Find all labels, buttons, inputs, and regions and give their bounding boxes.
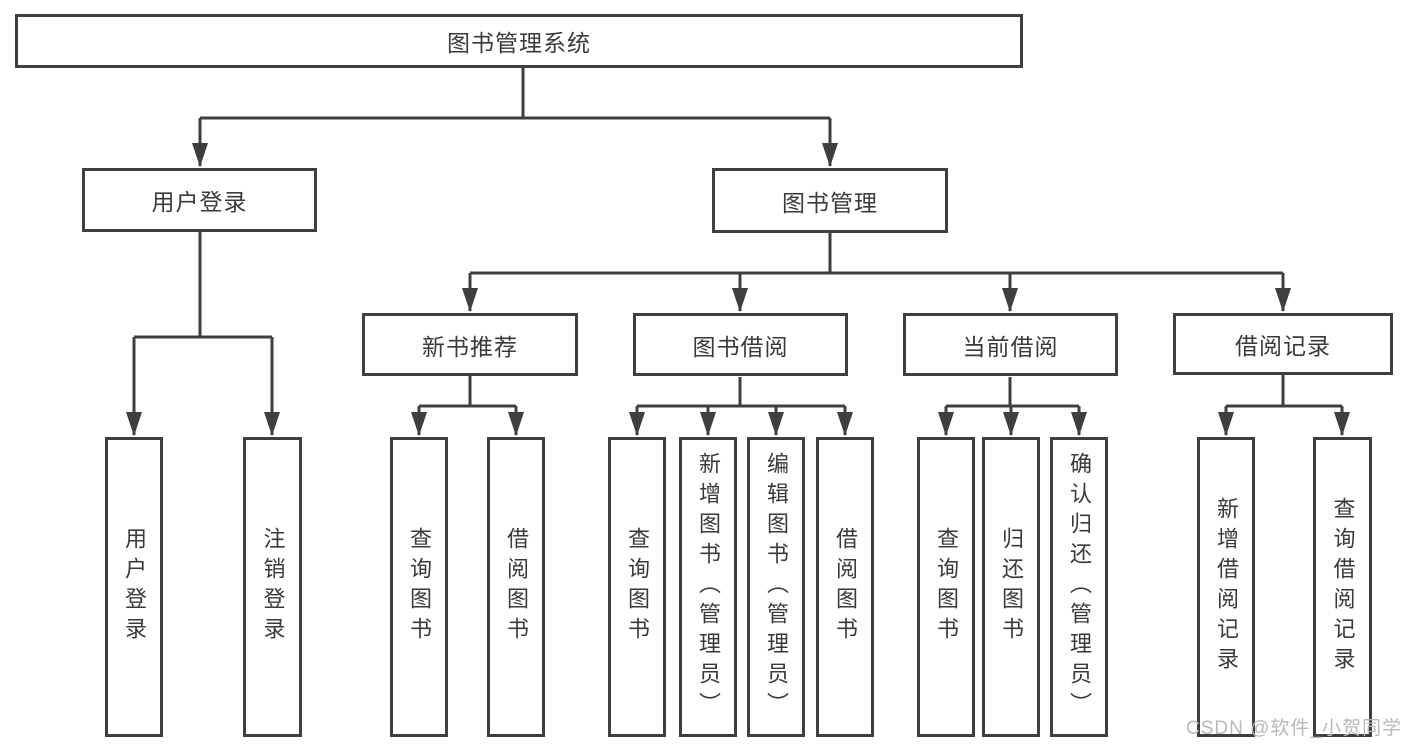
csdn-watermark: CSDN @软件_小贺同学	[1186, 718, 1402, 739]
node-new-book-recommendation: 新书推荐	[362, 313, 578, 376]
leaf-edit-book-admin: 编辑图书（管理员）	[747, 437, 805, 737]
leaf-query-books-current: 查询图书	[917, 437, 975, 737]
leaf-return-books-label: 归还图书	[999, 527, 1024, 647]
node-book-borrowing-label: 图书借阅	[692, 333, 789, 360]
leaf-add-borrow-record-label: 新增借阅记录	[1214, 497, 1239, 677]
connector-user-login-children	[126, 232, 280, 436]
leaf-return-books: 归还图书	[982, 437, 1040, 737]
leaf-user-login-label: 用户登录	[122, 527, 147, 647]
node-current-borrowing: 当前借阅	[903, 313, 1118, 376]
node-new-book-recommendation-label: 新书推荐	[422, 333, 518, 360]
connector-root-to-branches	[192, 68, 838, 167]
leaf-logout-label: 注销登录	[260, 527, 286, 647]
connector-book-management-sections	[462, 233, 1291, 312]
node-user-login-label: 用户登录	[151, 189, 248, 215]
node-borrowing-records: 借阅记录	[1173, 313, 1393, 375]
leaf-query-books-borrowing-label: 查询图书	[625, 527, 650, 647]
node-library-management-system-label: 图书管理系统	[447, 30, 591, 56]
node-book-borrowing: 图书借阅	[633, 313, 848, 376]
node-book-management: 图书管理	[712, 168, 948, 233]
leaf-query-books-current-label: 查询图书	[934, 527, 959, 647]
leaf-edit-book-admin-label: 编辑图书（管理员）	[764, 452, 789, 722]
leaf-confirm-return-admin: 确认归还（管理员）	[1050, 437, 1108, 737]
connector-borrow-records-children	[1218, 375, 1350, 436]
node-book-management-label: 图书管理	[782, 189, 878, 216]
connector-book-borrow-children	[629, 377, 853, 436]
leaf-user-login: 用户登录	[105, 437, 163, 737]
leaf-borrow-books-borrowing-label: 借阅图书	[833, 527, 858, 647]
leaf-confirm-return-admin-label: 确认归还（管理员）	[1067, 452, 1092, 722]
node-current-borrowing-label: 当前借阅	[962, 333, 1059, 360]
leaf-query-books-recommend: 查询图书	[390, 437, 448, 737]
connector-current-borrow-children	[938, 377, 1087, 436]
leaf-logout: 注销登录	[243, 437, 302, 737]
node-user-login: 用户登录	[82, 168, 317, 232]
leaf-add-book-admin: 新增图书（管理员）	[679, 437, 737, 737]
leaf-query-borrow-record-label: 查询借阅记录	[1330, 497, 1356, 677]
leaf-query-borrow-record: 查询借阅记录	[1313, 437, 1372, 737]
leaf-query-books-recommend-label: 查询图书	[407, 527, 432, 647]
leaf-borrow-books-recommend-label: 借阅图书	[504, 527, 529, 647]
leaf-query-books-borrowing: 查询图书	[608, 437, 666, 737]
leaf-add-book-admin-label: 新增图书（管理员）	[696, 452, 721, 722]
node-library-management-system: 图书管理系统	[15, 14, 1023, 68]
connector-new-book-children	[411, 376, 524, 436]
leaf-add-borrow-record: 新增借阅记录	[1197, 437, 1255, 737]
leaf-borrow-books-borrowing: 借阅图书	[816, 437, 874, 737]
node-borrowing-records-label: 借阅记录	[1235, 333, 1331, 359]
leaf-borrow-books-recommend: 借阅图书	[487, 437, 545, 737]
